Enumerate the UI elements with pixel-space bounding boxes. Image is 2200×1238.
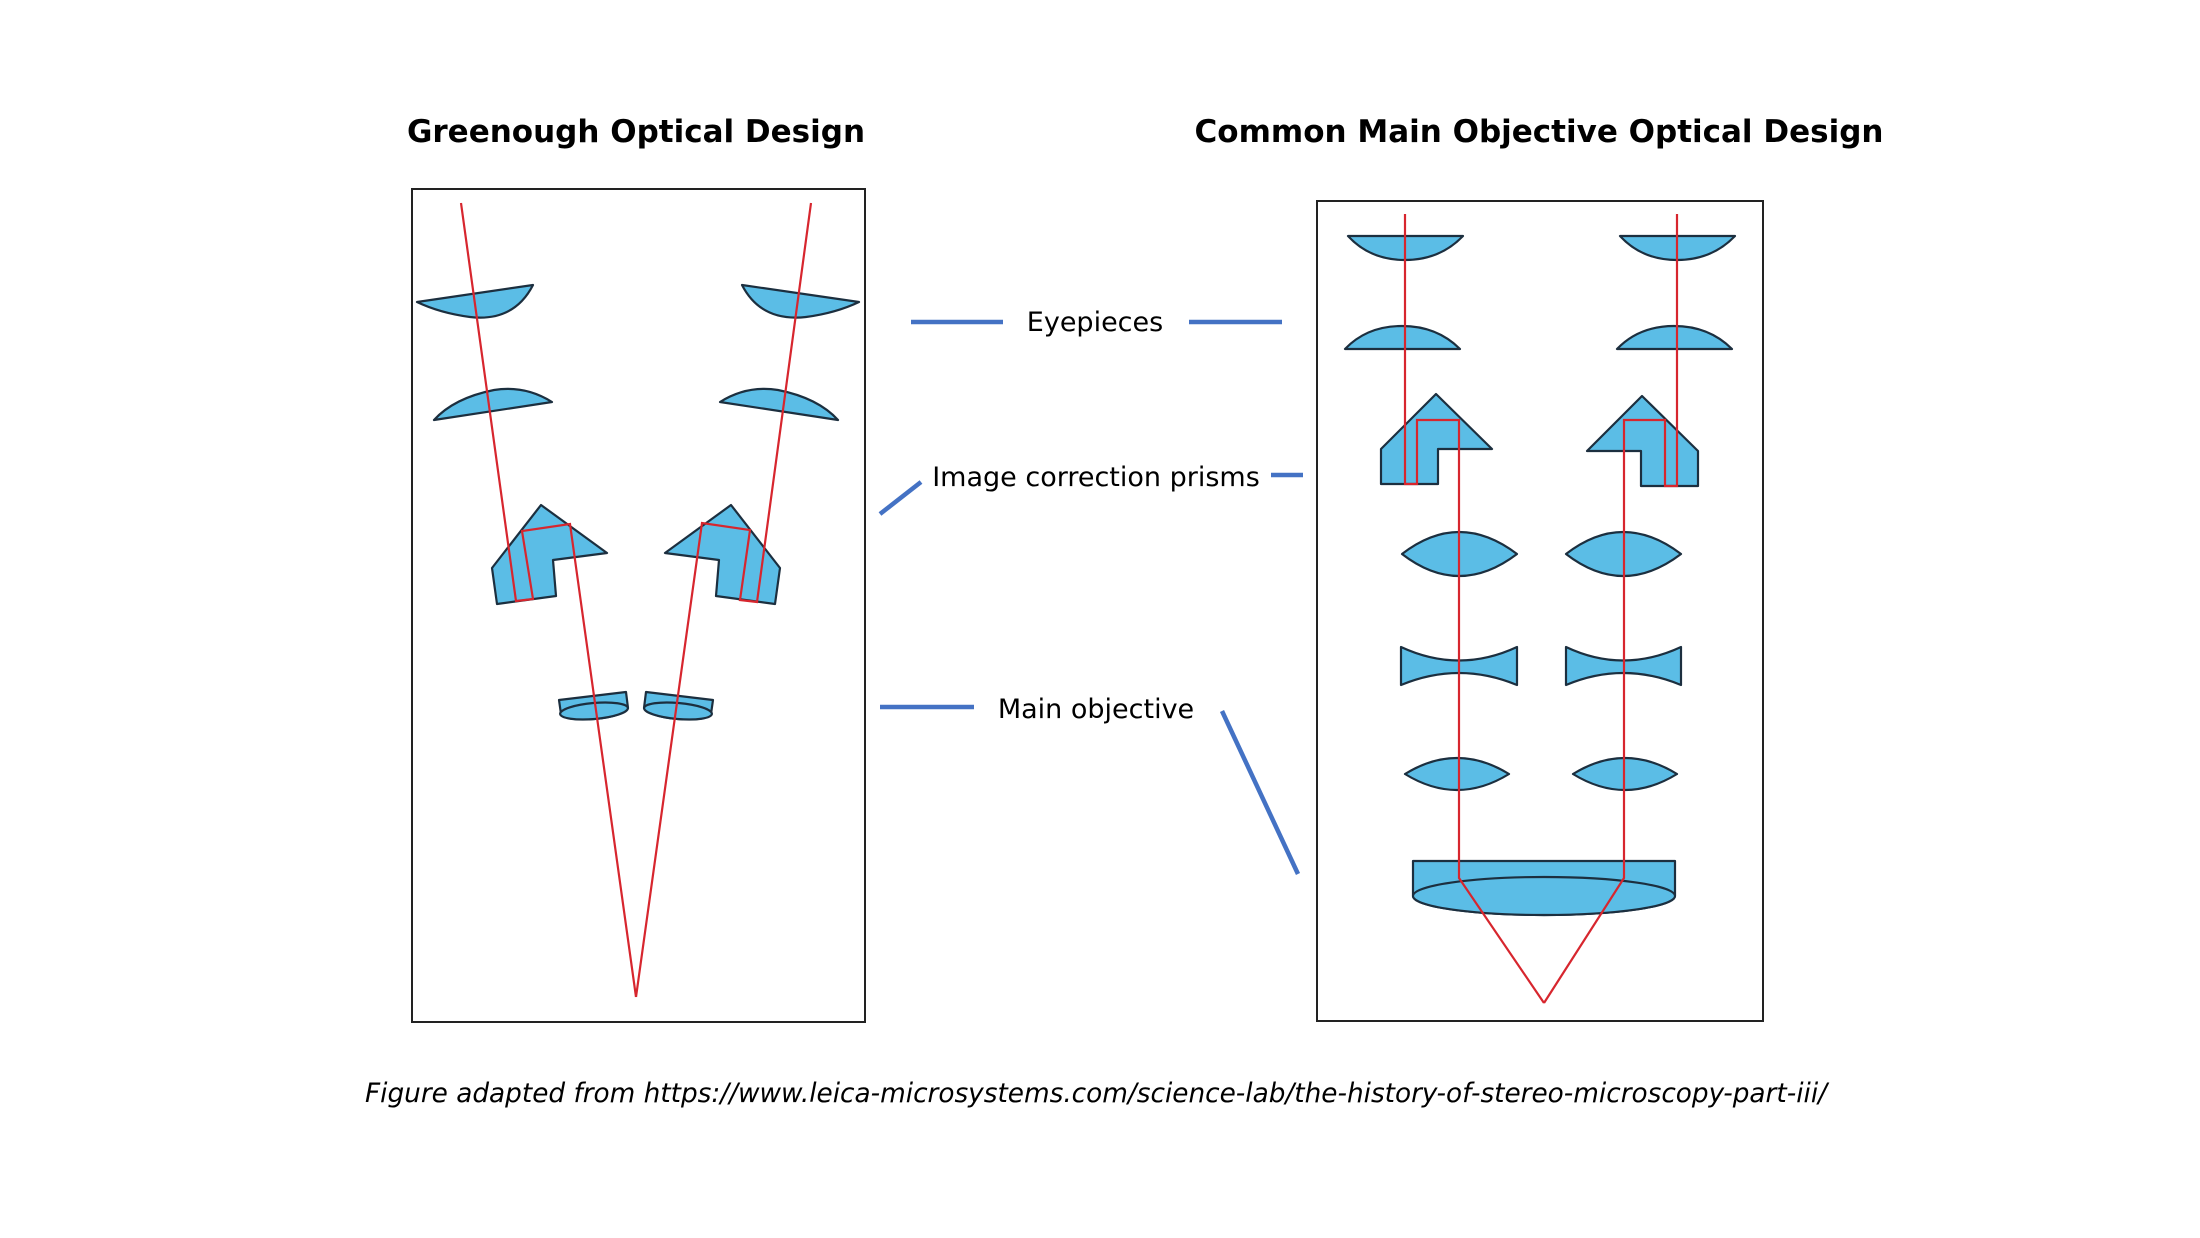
greenough-objective-right	[642, 690, 715, 721]
greenough-frame	[411, 188, 866, 1023]
greenough-ray-right	[634, 202, 813, 998]
leader-prisms-left	[878, 480, 923, 516]
cmo-eyepiece-left-lower	[1343, 324, 1462, 351]
greenough-eyepiece-right-upper	[740, 283, 861, 319]
label-objective: Main objective	[880, 694, 1301, 875]
eyepieces-label: Eyepieces	[1027, 307, 1163, 338]
greenough-objective-left	[557, 690, 630, 721]
greenough-ray-left	[459, 202, 638, 998]
leader-objective-right	[1219, 710, 1301, 875]
cmo-ray-left	[1403, 214, 1545, 1004]
greenough-panel	[411, 188, 866, 1023]
cmo-prism-left	[1379, 392, 1494, 486]
prisms-label: Image correction prisms	[932, 462, 1260, 493]
cmo-prism-right	[1585, 394, 1700, 488]
greenough-eyepiece-left-lower	[432, 387, 554, 422]
cmo-ray-right	[1543, 214, 1679, 1004]
greenough-eyepiece-right-lower	[718, 387, 840, 422]
cmo-eyepiece-right-lower	[1615, 324, 1734, 351]
cmo-title: Common Main Objective Optical Design	[1195, 114, 1884, 150]
cmo-main-objective	[1411, 859, 1677, 917]
figure-caption: Figure adapted from https://www.leica-mi…	[365, 1078, 1830, 1109]
greenough-prism-left	[490, 503, 609, 606]
cmo-panel	[1316, 200, 1764, 1022]
label-prisms: Image correction prisms	[878, 462, 1303, 516]
label-eyepieces: Eyepieces	[911, 307, 1282, 338]
greenough-prism-right	[663, 503, 782, 606]
greenough-title: Greenough Optical Design	[407, 114, 865, 150]
objective-label: Main objective	[998, 694, 1194, 725]
cmo-biconvex-left-lower	[1403, 757, 1511, 791]
